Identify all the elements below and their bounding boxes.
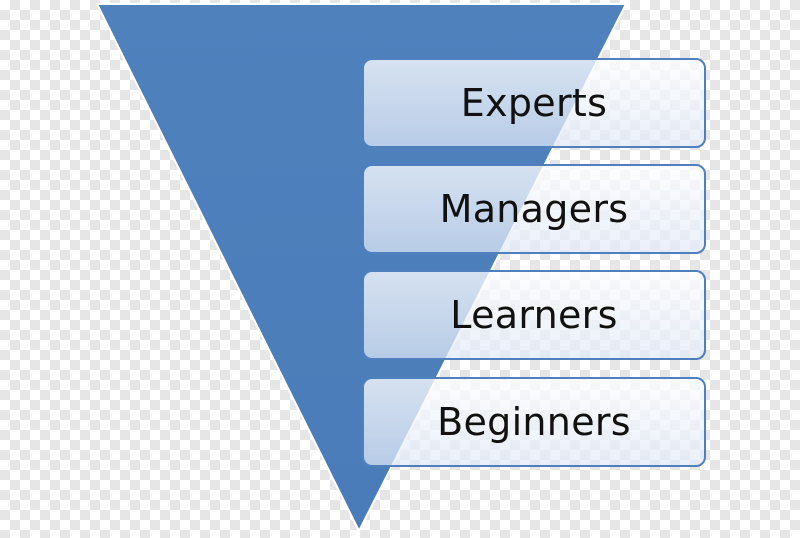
level-label-beginners: Beginners: [437, 400, 631, 444]
level-box-beginners: Beginners: [362, 377, 706, 467]
level-label-experts: Experts: [460, 81, 608, 125]
level-label-learners: Learners: [450, 293, 618, 337]
level-box-learners: Learners: [362, 270, 706, 360]
level-box-managers: Managers: [362, 164, 706, 254]
level-label-managers: Managers: [439, 187, 629, 231]
level-box-experts: Experts: [362, 58, 706, 148]
